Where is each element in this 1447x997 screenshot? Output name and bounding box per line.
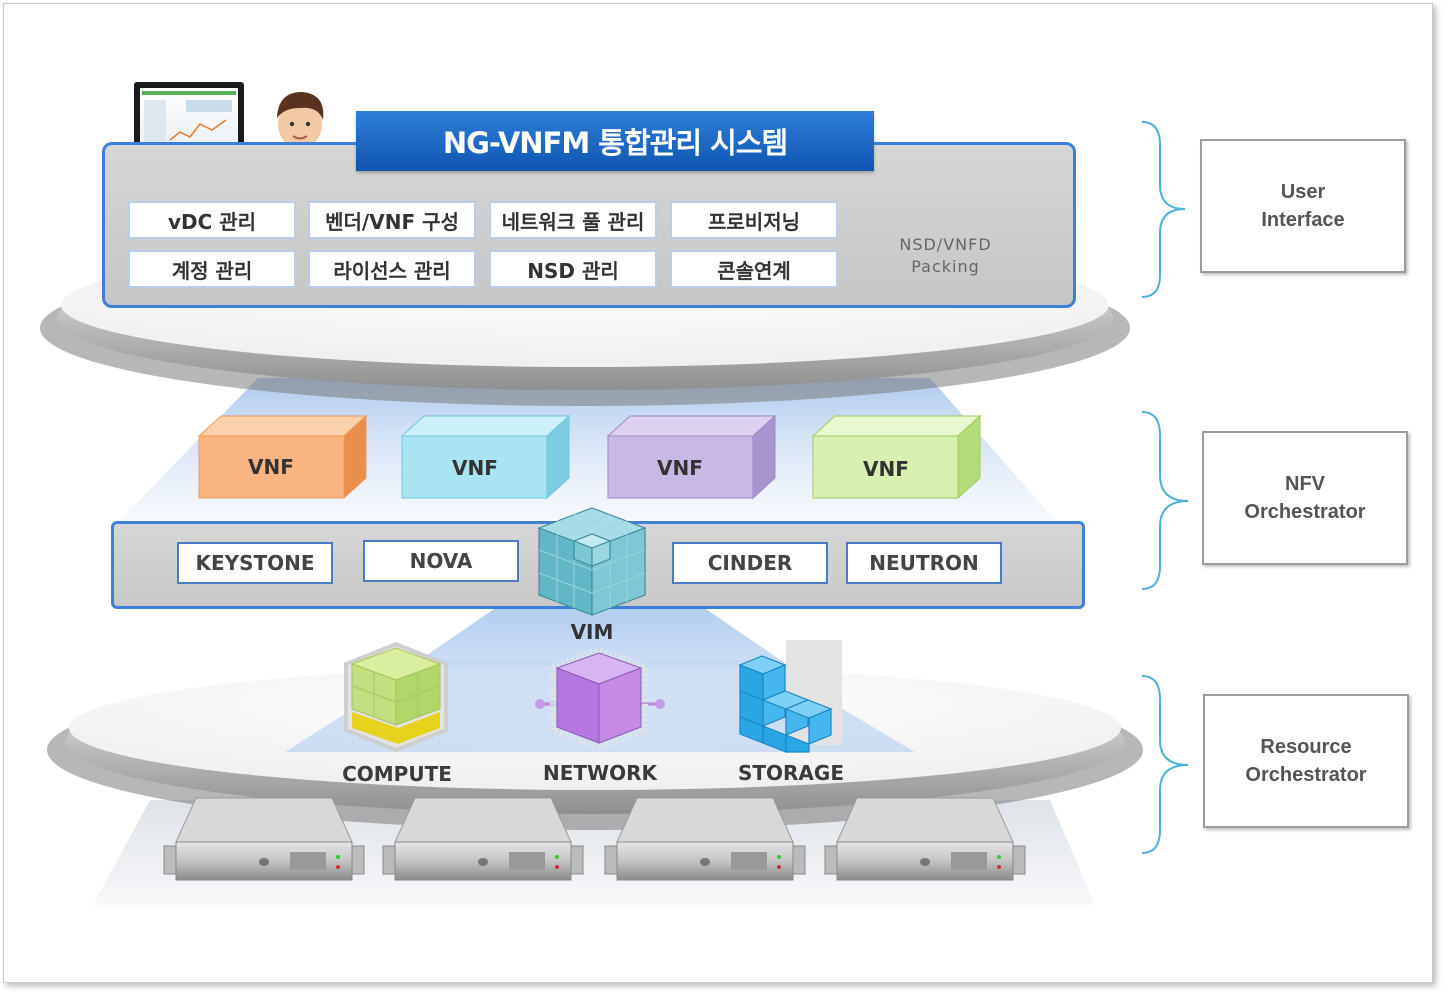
layer-box-user-interface: User Interface <box>1200 139 1406 273</box>
layer-line1: User <box>1280 181 1326 203</box>
layer-line1: NFV <box>1285 473 1325 495</box>
compute-label: COMPUTE <box>342 762 452 786</box>
layer-text-nfv-orchestrator: NFV Orchestrator <box>1215 470 1395 526</box>
layer-text-user-interface: User Interface <box>1213 178 1393 234</box>
layer-line2: Orchestrator <box>1244 501 1366 523</box>
menu-license-management[interactable]: 라이선스 관리 <box>308 250 476 288</box>
package-store-label: NSD/VNFD Packing <box>878 234 1013 278</box>
layer-line1: Resource <box>1260 736 1352 758</box>
vnf-box-icons <box>197 414 982 500</box>
layer-line2: Orchestrator <box>1245 764 1367 786</box>
system-title: NG-VNFM 통합관리 시스템 <box>356 111 874 171</box>
vnf-label-2: VNF <box>452 456 498 480</box>
layer-text-resource-orchestrator: Resource Orchestrator <box>1216 733 1396 789</box>
menu-console-link[interactable]: 콘솔연계 <box>670 250 838 288</box>
layer-box-nfv-orchestrator: NFV Orchestrator <box>1202 431 1408 565</box>
menu-provisioning[interactable]: 프로비저닝 <box>670 201 838 239</box>
storage-label: STORAGE <box>737 761 844 785</box>
layer-line2: Interface <box>1261 209 1345 231</box>
vim-label: VIM <box>570 620 614 644</box>
vnf-label-1: VNF <box>248 455 294 479</box>
neutron-box[interactable]: NEUTRON <box>846 542 1002 584</box>
menu-account-management[interactable]: 계정 관리 <box>128 250 296 288</box>
menu-vendor-vnf-config[interactable]: 벤더/VNF 구성 <box>308 201 476 239</box>
keystone-box[interactable]: KEYSTONE <box>177 542 333 584</box>
menu-network-pool-management[interactable]: 네트워크 풀 관리 <box>489 201 657 239</box>
nova-box[interactable]: NOVA <box>363 540 519 582</box>
cinder-box[interactable]: CINDER <box>672 542 828 584</box>
vnf-label-3: VNF <box>657 456 703 480</box>
package-store-line1: NSD/VNFD <box>899 235 992 254</box>
layer-box-resource-orchestrator: Resource Orchestrator <box>1203 694 1409 828</box>
package-store-line2: Packing <box>911 257 980 276</box>
vnf-label-4: VNF <box>863 457 909 481</box>
network-label: NETWORK <box>542 761 657 785</box>
menu-vdc-management[interactable]: vDC 관리 <box>128 201 296 239</box>
menu-nsd-management[interactable]: NSD 관리 <box>489 250 657 288</box>
